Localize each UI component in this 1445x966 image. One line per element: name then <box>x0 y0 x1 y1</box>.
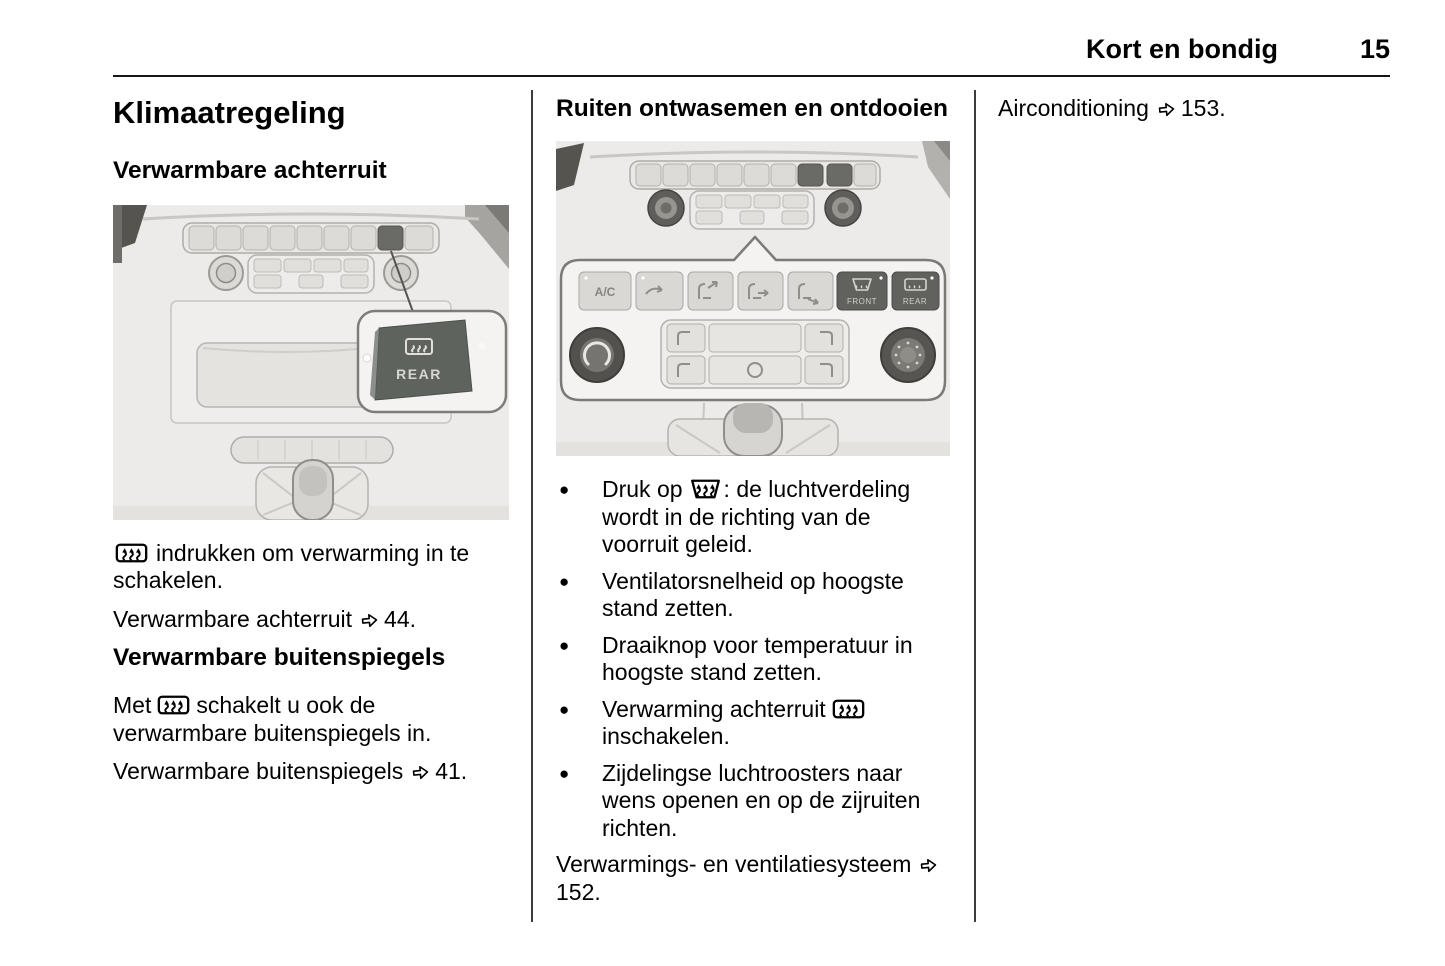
windshield-defrost-icon <box>689 476 722 501</box>
top-button-row <box>182 222 440 254</box>
subsection-heading: Verwarmbare achterruit <box>113 156 387 184</box>
rear-window-heat-icon <box>832 696 865 721</box>
climate-panel-illustration: A/C <box>556 141 950 457</box>
page-ref-arrow-icon <box>1157 101 1176 118</box>
list-item: Druk op: de luchtverdeling wordt in de r… <box>556 476 951 559</box>
fan-speed-knob <box>880 327 936 384</box>
indicator-led <box>478 342 486 350</box>
instruction-paragraph: indrukken om verwarming in te schakelen. <box>113 539 470 594</box>
column-divider <box>531 90 533 922</box>
rear-heat-button-on-panel <box>377 225 404 251</box>
figure-console-rear-button: REAR <box>113 204 510 520</box>
column-defrost: Ruiten ontwasemen en ontdooien <box>556 95 951 917</box>
front-defrost-button: FRONT <box>836 271 888 311</box>
air-distribution-buttons <box>687 271 834 311</box>
rear-button-mini-label: REAR <box>903 297 927 306</box>
rear-window-heat-icon <box>115 540 148 565</box>
section-title: Klimaatregeling <box>113 95 346 130</box>
subsection-heading: Ruiten ontwasemen en ontdooien <box>556 95 949 122</box>
console-illustration: REAR <box>113 204 509 520</box>
page-ref-arrow-icon <box>360 612 379 629</box>
gear-shifter <box>667 403 839 457</box>
page-ref-arrow-icon <box>919 857 938 874</box>
ac-button-label: A/C <box>595 285 616 299</box>
page-header: Kort en bondig 15 <box>113 34 1390 77</box>
subsection-heading: Verwarmbare buitenspiegels <box>113 644 446 672</box>
list-item: Draaiknop voor temperatuur in hoogste st… <box>556 632 951 687</box>
upper-knobs <box>647 189 862 230</box>
list-item: Zijdelingse luchtroosters naar wens open… <box>556 760 951 843</box>
figure-climate-panel: A/C <box>556 141 951 457</box>
center-button-cluster <box>660 319 850 389</box>
dashboard-surround <box>556 141 950 200</box>
rear-window-heat-icon <box>405 337 433 355</box>
climate-callout: A/C <box>559 235 947 402</box>
rear-button-callout: REAR <box>356 309 508 414</box>
ac-button: A/C <box>578 271 632 311</box>
gear-shifter <box>255 458 369 520</box>
defrost-steps-list: Druk op: de luchtverdeling wordt in de r… <box>556 476 951 842</box>
rear-button-label: REAR <box>396 366 442 382</box>
rear-window-heat-icon <box>157 692 190 717</box>
callout-pointer-line <box>390 250 414 313</box>
recirculation-button <box>635 271 684 311</box>
dashboard-surround <box>113 204 509 269</box>
list-item: Ventilatorsnelheid op hoogste stand zett… <box>556 568 951 623</box>
chapter-title: Kort en bondig <box>1085 34 1278 64</box>
page-number: 15 <box>1359 34 1390 64</box>
temperature-knob <box>569 327 625 384</box>
column-climate-control: Klimaatregeling Verwarmbare achterruit <box>113 95 510 797</box>
page-ref-arrow-icon <box>411 764 430 781</box>
front-button-label: FRONT <box>847 297 877 306</box>
column-divider <box>974 90 976 922</box>
top-button-row <box>629 160 881 190</box>
rear-defrost-button: REAR <box>891 271 940 311</box>
knobs-and-cluster <box>208 254 419 294</box>
